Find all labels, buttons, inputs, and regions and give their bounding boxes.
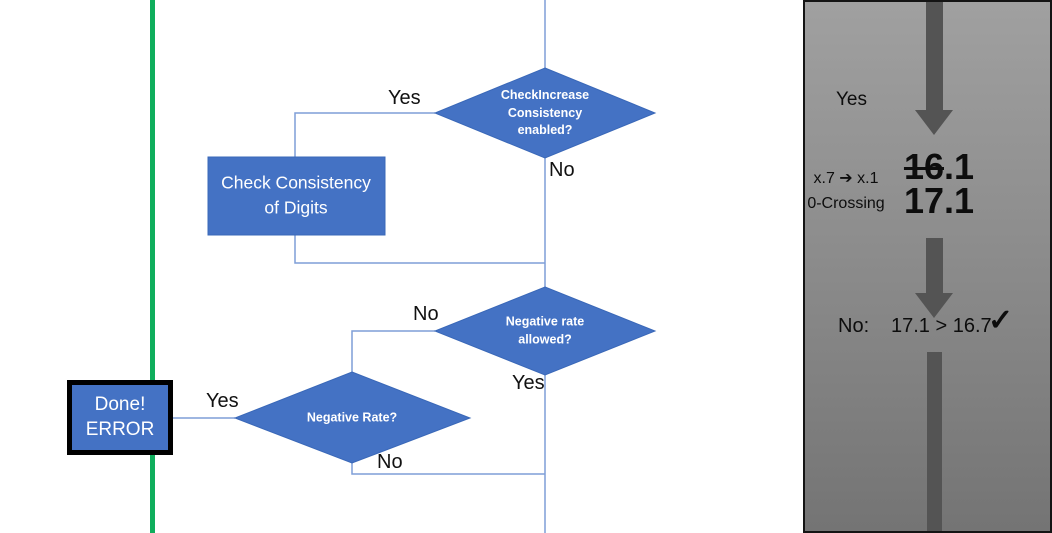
branch-label-no-mid: No xyxy=(413,303,439,325)
diamond-check-increase-label: CheckIncrease Consistency enabled? xyxy=(500,87,590,137)
branch-label-yes-bottom: Yes xyxy=(206,390,239,412)
connector-lines xyxy=(173,0,546,533)
panel-value-old-struck: 16 xyxy=(903,146,944,187)
diamond-negative-rate-allowed xyxy=(433,286,657,376)
branch-label-yes-top: Yes xyxy=(388,87,421,109)
branch-label-no-top: No xyxy=(549,159,575,181)
panel-no-label: No: xyxy=(838,315,870,337)
panel-value-new: 17.1 xyxy=(903,180,975,221)
diamond-negative-rate xyxy=(233,371,472,464)
branch-label-no-bottom: No xyxy=(377,451,403,473)
connector-no-return-to-main xyxy=(351,463,545,475)
diamond-negative-rate-label: Negative Rate? xyxy=(306,410,398,425)
panel-transition-line2: 0-Crossing xyxy=(807,195,885,212)
panel-transition-line1: x.7 ➔ x.1 xyxy=(813,170,879,187)
diamond-check-increase xyxy=(433,67,657,159)
panel-value-old-rest: .1 xyxy=(944,146,975,187)
connector-no-to-negative-rate xyxy=(351,330,435,372)
down-arrow-1-shaft xyxy=(926,2,943,110)
panel-yes-label: Yes xyxy=(836,89,867,110)
panel-comparison: 17.1 > 16.7 xyxy=(891,315,992,337)
down-arrow-2-shaft xyxy=(926,238,943,293)
terminator-done-error: Done! ERROR xyxy=(67,380,173,455)
process-check-consistency xyxy=(207,156,386,236)
panel-transition-text: x.7 ➔ x.1 0-Crossing xyxy=(800,166,892,216)
panel-values: 16.1 17.1 xyxy=(898,149,980,221)
down-arrow-2-head xyxy=(915,293,953,318)
diamond-negative-rate-allowed-label: Negative rate allowed? xyxy=(505,314,585,347)
connector-check-consistency-return xyxy=(294,235,545,264)
side-panel xyxy=(803,0,1052,533)
check-mark-icon: ✓ xyxy=(988,304,1014,337)
down-arrow-3-shaft xyxy=(927,352,942,531)
panel-value-old: 16.1 xyxy=(898,149,980,185)
green-divider-line xyxy=(150,0,155,533)
connector-yes-to-check-consistency xyxy=(294,112,435,157)
branch-label-yes-mid: Yes xyxy=(512,372,545,394)
down-arrow-1-head xyxy=(915,110,953,135)
process-check-consistency-label: Check Consistency of Digits xyxy=(221,172,371,218)
